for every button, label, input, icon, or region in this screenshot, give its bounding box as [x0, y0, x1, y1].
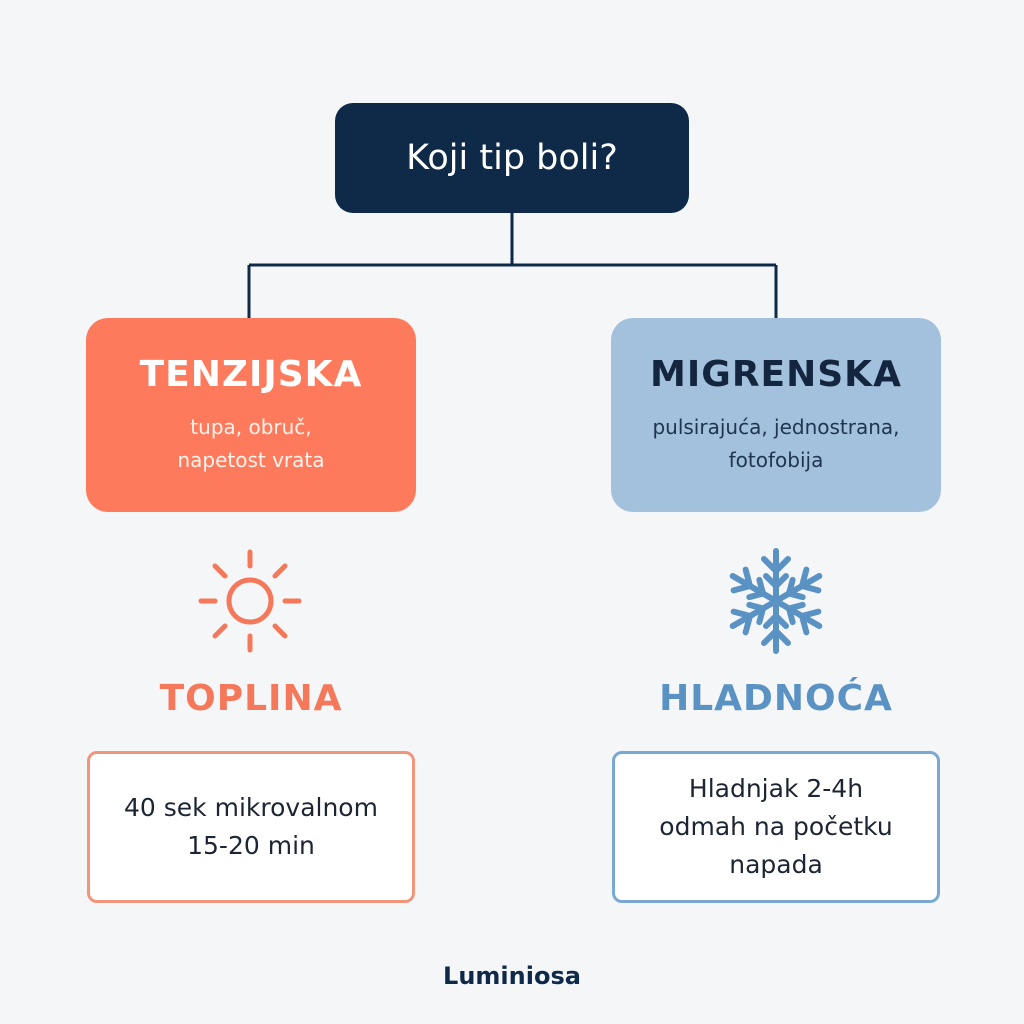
heat-instruction-line: 15-20 min — [187, 831, 315, 860]
cold-instruction-box: Hladnjak 2-4h odmah na početku napada — [612, 751, 940, 903]
root-question-label: Koji tip boli? — [406, 138, 618, 178]
heat-method-label: TOPLINA — [159, 678, 343, 719]
snowflake-icon — [729, 548, 823, 654]
migraine-description-line: fotofobija — [728, 447, 824, 472]
cold-method-label: HLADNOĆA — [659, 678, 893, 719]
tension-headache-title: TENZIJSKA — [139, 353, 363, 395]
cold-instruction-line: napada — [729, 850, 823, 879]
migraine-description-line: pulsirajuća, jednostrana, — [652, 414, 900, 439]
brand-logo-text: Luminiosa — [443, 962, 581, 990]
cold-instruction-line: Hladnjak 2-4h — [688, 774, 864, 803]
heat-instruction-line: 40 sek mikrovalnom — [124, 793, 378, 822]
tension-headache-description: tupa, obruč, napetost vrata — [177, 411, 324, 477]
root-question-node: Koji tip boli? — [335, 103, 689, 213]
tension-description-line: tupa, obruč, — [190, 414, 312, 439]
heat-instruction-box: 40 sek mikrovalnom 15-20 min — [87, 751, 415, 903]
sun-icon — [198, 549, 302, 653]
migraine-card: MIGRENSKA pulsirajuća, jednostrana, foto… — [611, 318, 941, 512]
migraine-description: pulsirajuća, jednostrana, fotofobija — [652, 411, 899, 477]
tension-description-line: napetost vrata — [177, 447, 325, 472]
cold-instruction-line: odmah na početku — [659, 812, 893, 841]
migraine-title: MIGRENSKA — [650, 353, 902, 395]
tension-headache-card: TENZIJSKA tupa, obruč, napetost vrata — [86, 318, 416, 512]
